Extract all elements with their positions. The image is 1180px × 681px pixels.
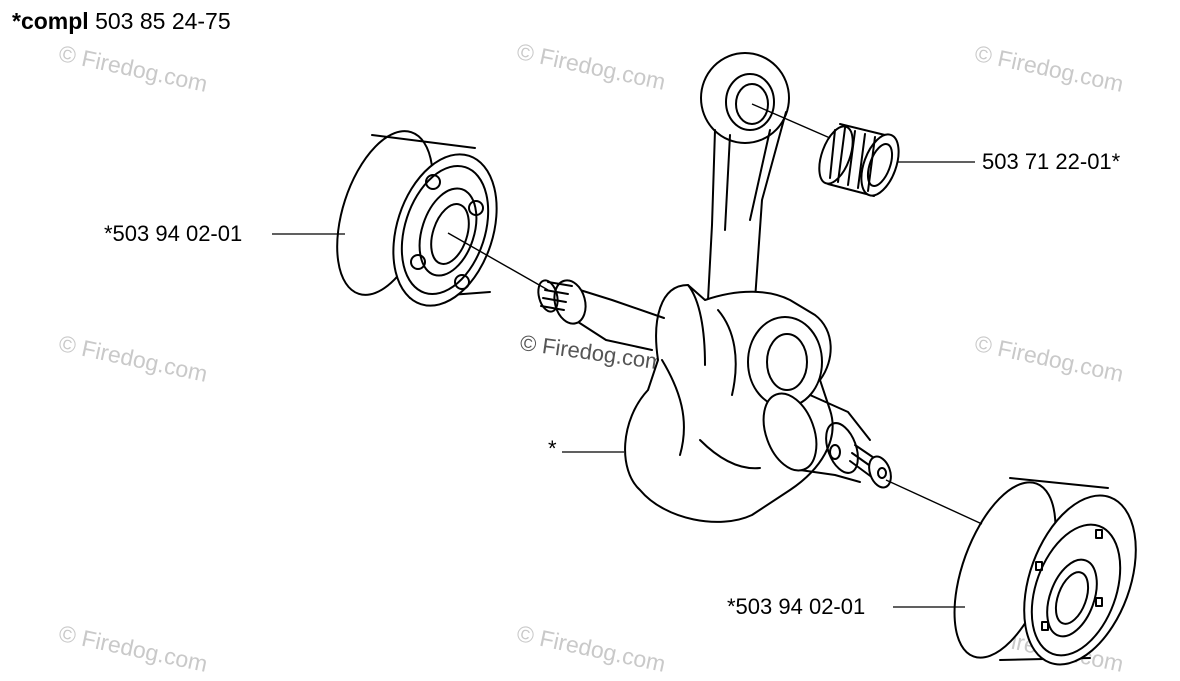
callout-crankshaft: * bbox=[548, 436, 557, 461]
diagram-title: *compl 503 85 24-75 bbox=[12, 9, 231, 33]
leader-lines bbox=[272, 161, 975, 608]
axis-right-bearing bbox=[885, 479, 983, 525]
assembly-axes bbox=[447, 103, 983, 525]
crankshaft-assembly bbox=[537, 52, 892, 523]
title-prefix: *compl bbox=[12, 8, 89, 34]
callout-needle-bearing: 503 71 22-01* bbox=[982, 149, 1121, 174]
axis-needle-bearing bbox=[751, 103, 831, 139]
needle-bearing bbox=[818, 123, 900, 197]
left-ball-bearing bbox=[336, 130, 498, 307]
right-ball-bearing bbox=[953, 477, 1137, 666]
callout-bearing-right: *503 94 02-01 bbox=[727, 594, 866, 619]
title-part-number: 503 85 24-75 bbox=[95, 8, 231, 34]
callout-bearing-left: *503 94 02-01 bbox=[104, 221, 243, 246]
axis-left-bearing bbox=[447, 232, 549, 291]
